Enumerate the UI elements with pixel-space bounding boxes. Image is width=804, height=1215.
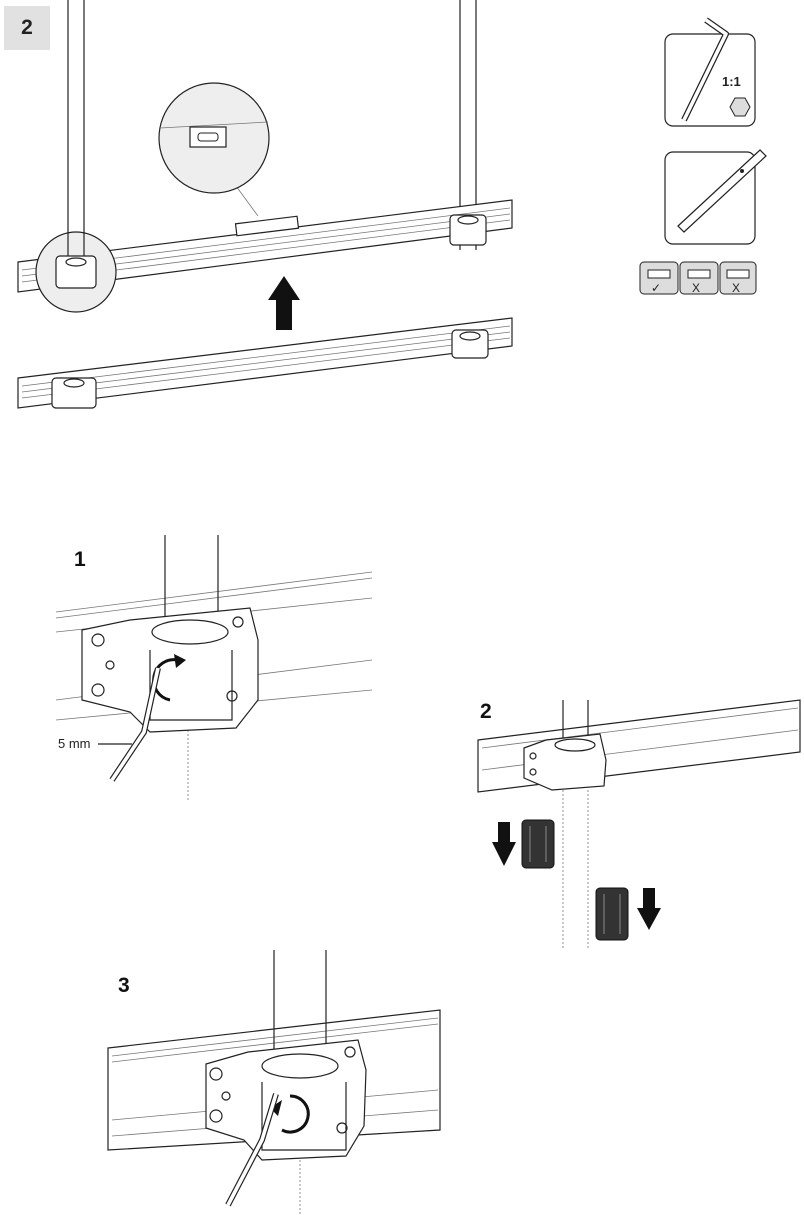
upper-rail	[17, 199, 513, 293]
level-check-mark-2: X	[692, 281, 701, 295]
level-check-mark-1: ✓	[651, 281, 662, 295]
level-check-3	[719, 261, 757, 295]
tool-scale-label: 1:1	[722, 74, 741, 89]
step-number-badge: 2	[4, 6, 50, 50]
allen-key-size-label: 5 mm	[58, 736, 91, 751]
substep3-allen-key	[225, 1093, 279, 1207]
lower-rail-clamp-right	[451, 329, 489, 359]
spirit-level-icon	[664, 149, 767, 245]
lower-rail-clamp-left	[51, 377, 97, 409]
clamp-insert-upper	[521, 819, 555, 869]
substep1-clamp	[81, 607, 259, 733]
substep-3-number: 3	[118, 974, 130, 997]
arrow-down-icon-2	[637, 888, 661, 930]
arrow-down-icon	[492, 822, 516, 866]
level-check-2	[679, 261, 719, 295]
hex-key-icon	[664, 17, 756, 127]
upper-rail-clamp-right	[449, 214, 487, 246]
substep3-clamp	[205, 1039, 367, 1161]
level-check-mark-3: X	[732, 281, 741, 295]
level-check-1	[639, 261, 679, 295]
substep1-allen-key	[98, 667, 161, 782]
substep-2-number: 2	[480, 700, 492, 723]
rail-level	[234, 215, 300, 237]
substep-1-number: 1	[74, 548, 86, 571]
step-number: 2	[21, 16, 33, 39]
clamp-insert-lower	[595, 887, 629, 941]
substep2-clamp	[523, 733, 607, 791]
zoom-circle-clamp	[35, 231, 117, 313]
zoom-circle-level	[158, 82, 270, 217]
arrow-up-icon	[268, 276, 300, 330]
lower-rail	[17, 317, 513, 409]
